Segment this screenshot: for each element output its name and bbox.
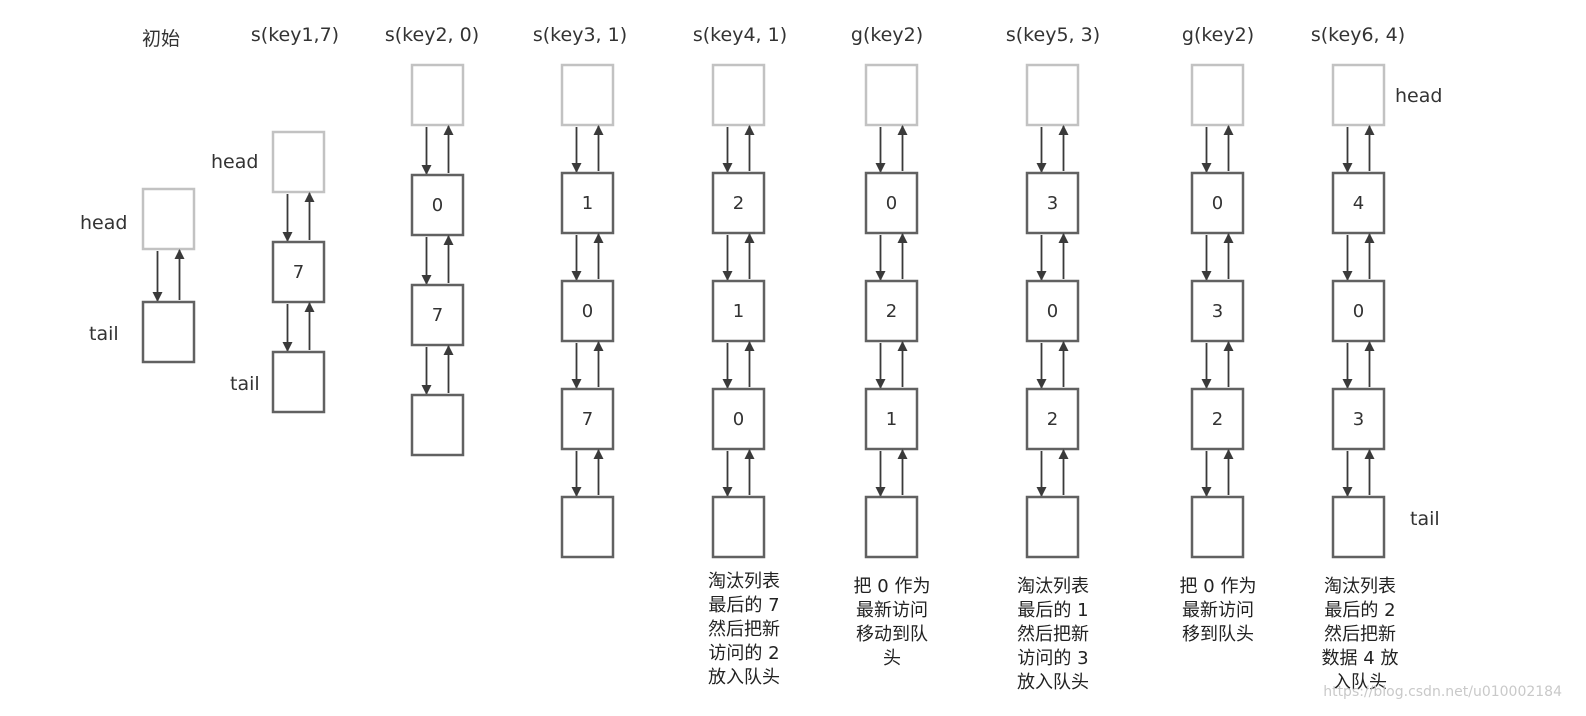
- node-value: 1: [733, 301, 744, 322]
- list-node: [1025, 279, 1080, 343]
- node-value: 2: [1212, 409, 1223, 430]
- list-node: [711, 387, 766, 451]
- tail-sentinel: [560, 495, 615, 559]
- node-value: 2: [1047, 409, 1058, 430]
- column-title-4: s(key4, 1): [692, 24, 788, 46]
- column-title-2: s(key2, 0): [384, 24, 480, 46]
- column-title-6: s(key5, 3): [1005, 24, 1101, 46]
- list-node: [864, 279, 919, 343]
- node-value: 7: [293, 262, 304, 283]
- head-sentinel: [271, 130, 326, 194]
- watermark: https://blog.csdn.net/u010002184: [1323, 684, 1562, 700]
- column-title-7: g(key2): [1181, 24, 1255, 46]
- head-label-final: head: [1395, 85, 1443, 107]
- list-node: [1331, 387, 1386, 451]
- node-value: 2: [886, 301, 897, 322]
- list-node: [410, 173, 465, 237]
- tail-sentinel: [1331, 495, 1386, 559]
- list-node: [864, 171, 919, 235]
- node-value: 3: [1353, 409, 1364, 430]
- node-value: 0: [1353, 301, 1364, 322]
- column-title-3: s(key3, 1): [532, 24, 628, 46]
- tail-sentinel: [410, 393, 465, 457]
- head-label-key1: head: [211, 151, 259, 173]
- tail-sentinel: [271, 350, 326, 414]
- node-value: 0: [432, 195, 443, 216]
- node-value: 0: [1047, 301, 1058, 322]
- tail-label-initial: tail: [89, 323, 119, 345]
- list-node: [271, 240, 326, 304]
- tail-sentinel: [1190, 495, 1245, 559]
- list-node: [1190, 279, 1245, 343]
- node-value: 2: [733, 193, 744, 214]
- list-node: [711, 279, 766, 343]
- node-value: 3: [1212, 301, 1223, 322]
- list-node: [1331, 279, 1386, 343]
- node-value: 0: [1212, 193, 1223, 214]
- list-node: [560, 171, 615, 235]
- tail-sentinel: [141, 300, 196, 364]
- head-sentinel: [560, 63, 615, 127]
- list-node: [1331, 171, 1386, 235]
- list-node: [1190, 387, 1245, 451]
- list-node: [1190, 171, 1245, 235]
- column-title-1: s(key1,7): [250, 24, 340, 46]
- tail-label-final: tail: [1410, 508, 1440, 530]
- node-value: 1: [582, 193, 593, 214]
- note-get-key2-b: 把 0 作为最新访问移到队头: [1179, 576, 1257, 645]
- head-sentinel: [1190, 63, 1245, 127]
- head-sentinel: [1025, 63, 1080, 127]
- list-node: [1025, 387, 1080, 451]
- list-node: [560, 387, 615, 451]
- node-value: 0: [733, 409, 744, 430]
- column-title-8: s(key6, 4): [1310, 24, 1406, 46]
- node-value: 4: [1353, 193, 1364, 214]
- column-title-5: g(key2): [850, 24, 924, 46]
- list-node: [711, 171, 766, 235]
- list-node: [1025, 171, 1080, 235]
- tail-sentinel: [1025, 495, 1080, 559]
- tail-sentinel: [711, 495, 766, 559]
- head-sentinel: [1331, 63, 1386, 127]
- list-node: [560, 279, 615, 343]
- node-value: 1: [886, 409, 897, 430]
- node-value: 0: [582, 301, 593, 322]
- tail-sentinel: [864, 495, 919, 559]
- head-sentinel: [141, 187, 196, 251]
- node-value: 7: [432, 305, 443, 326]
- head-sentinel: [410, 63, 465, 127]
- head-sentinel: [864, 63, 919, 127]
- tail-label-key1: tail: [230, 373, 260, 395]
- list-node: [410, 283, 465, 347]
- node-value: 7: [582, 409, 593, 430]
- column-title-0: 初始: [141, 28, 181, 50]
- head-label-initial: head: [80, 212, 128, 234]
- list-node: [864, 387, 919, 451]
- head-sentinel: [711, 63, 766, 127]
- note-get-key2-a: 把 0 作为最新访问移动到队头: [853, 576, 931, 669]
- node-value: 3: [1047, 193, 1058, 214]
- node-value: 0: [886, 193, 897, 214]
